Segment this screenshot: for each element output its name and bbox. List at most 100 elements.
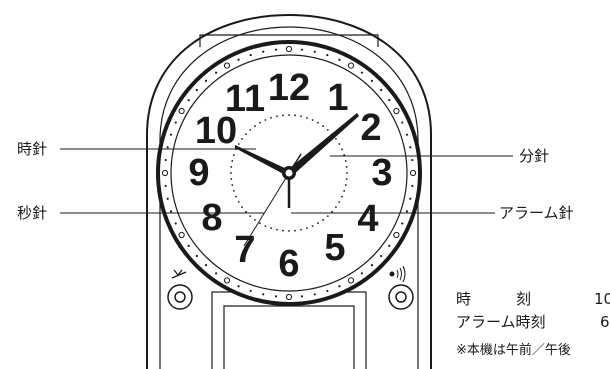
alarm-off-button[interactable]: [167, 284, 193, 310]
alarm-dial-dot: [326, 215, 329, 218]
alarm-dial-dot: [341, 148, 343, 151]
minute-marker: [370, 79, 374, 82]
minute-marker: [174, 222, 177, 225]
minute-marker: [164, 158, 167, 162]
minute-marker: [409, 146, 412, 149]
alarm-dial-dot: [338, 201, 341, 203]
alarm-dial-dot: [288, 230, 290, 232]
minute-hand-label: 分針: [519, 147, 549, 165]
clock-numerals: 12 1 2 3 4 5 6 7 8 9 10 11: [188, 67, 392, 285]
alarm-dial-dot: [230, 172, 232, 174]
minute-marker: [166, 146, 169, 149]
alarm-spec-value: 6: [600, 313, 610, 331]
minute-marker: [187, 244, 190, 247]
minute-marker: [411, 184, 414, 188]
numeral-11: 11: [225, 78, 265, 120]
alarm-dial-dot: [322, 125, 324, 127]
minute-marker: [166, 197, 169, 200]
alarm-dial-dot: [276, 228, 278, 231]
alarm-dial-dot: [344, 160, 347, 162]
minute-dots: [161, 45, 417, 301]
minute-marker: [274, 295, 278, 298]
minute-marker: [300, 48, 304, 51]
minute-marker: [215, 272, 218, 275]
minute-marker: [249, 53, 252, 57]
minute-marker: [326, 53, 329, 57]
alarm-dial-dot: [230, 178, 233, 180]
minute-marker: [360, 272, 363, 275]
minute-marker: [262, 50, 265, 53]
alarm-dial-dot: [338, 143, 341, 145]
numeral-7: 7: [234, 229, 255, 271]
minute-marker: [204, 79, 208, 82]
spec-note: ※本機は午前／午後: [456, 342, 571, 358]
hour-marker: [285, 45, 293, 53]
alarm-dial-dot: [322, 219, 324, 221]
alarm-dial-dot: [231, 184, 234, 186]
alarm-dial-dot: [237, 143, 240, 145]
alarm-dial-dot: [254, 219, 256, 221]
alarm-dial-dot: [276, 115, 278, 118]
minute-marker: [237, 285, 240, 288]
minute-marker: [169, 133, 173, 136]
alarm-sound-icon: [389, 265, 406, 283]
alarm-dial-dot: [232, 190, 235, 192]
alarm-dial-dot: [245, 210, 247, 213]
alarm-dial-dot: [241, 138, 243, 140]
minute-marker: [326, 289, 329, 293]
alarm-dial-dot: [264, 225, 267, 227]
hour-marker: [178, 231, 185, 239]
alarm-dial-dot: [294, 229, 296, 232]
alarm-dial-dot: [259, 121, 261, 124]
minute-marker: [338, 58, 341, 61]
numeral-6: 6: [278, 243, 299, 285]
alarm-dial-dot: [270, 116, 272, 119]
minute-marker: [164, 184, 167, 188]
minute-marker: [411, 158, 414, 162]
minute-marker: [215, 71, 218, 74]
minute-marker: [370, 264, 374, 267]
minute-marker: [405, 210, 409, 213]
alarm-dial-dot: [345, 178, 348, 180]
alarm-dial-dot: [311, 225, 314, 227]
alarm-spec-label: アラーム時刻: [456, 313, 546, 331]
alarm-hand-label: アラーム針: [499, 204, 574, 222]
numeral-1: 1: [327, 77, 348, 119]
hour-marker: [409, 169, 417, 177]
alarm-sound-button[interactable]: [388, 284, 414, 310]
alarm-dial-dot: [343, 190, 346, 192]
alarm-dial-dot: [306, 116, 308, 119]
minute-marker: [409, 197, 412, 200]
alarm-dial-dot: [232, 154, 235, 156]
minute-marker: [380, 88, 383, 92]
alarm-dial-dot: [270, 227, 272, 230]
alarm-dial-dot: [294, 114, 296, 117]
hour-marker: [178, 107, 185, 115]
alarm-dial-dot: [300, 115, 302, 118]
numeral-5: 5: [324, 227, 345, 269]
minute-marker: [388, 244, 391, 247]
minute-marker: [405, 133, 409, 136]
alarm-dial-dots: [230, 114, 348, 232]
hour-marker: [347, 277, 355, 284]
alarm-dial-dot: [254, 125, 256, 127]
hour-marker: [223, 277, 231, 284]
alarm-dial-dot: [230, 166, 233, 168]
alarm-dial-dot: [311, 119, 314, 121]
alarm-dial-dot: [288, 114, 290, 116]
time-spec-label: 時 刻: [456, 290, 531, 308]
hour-hand-label: 時針: [17, 140, 47, 158]
alarm-dial-dot: [300, 228, 302, 231]
minute-marker: [262, 293, 265, 296]
alarm-dial-dot: [341, 195, 343, 198]
alarm-dial-dot: [335, 206, 337, 208]
second-hand-label: 秒針: [17, 204, 47, 222]
alarm-dial-dot: [335, 138, 337, 140]
alarm-dial-dot: [344, 184, 347, 186]
minute-marker: [401, 222, 404, 225]
minute-marker: [204, 264, 208, 267]
alarm-dial-dot: [282, 229, 284, 232]
alarm-dial-dot: [317, 222, 319, 225]
minute-marker: [174, 121, 177, 124]
